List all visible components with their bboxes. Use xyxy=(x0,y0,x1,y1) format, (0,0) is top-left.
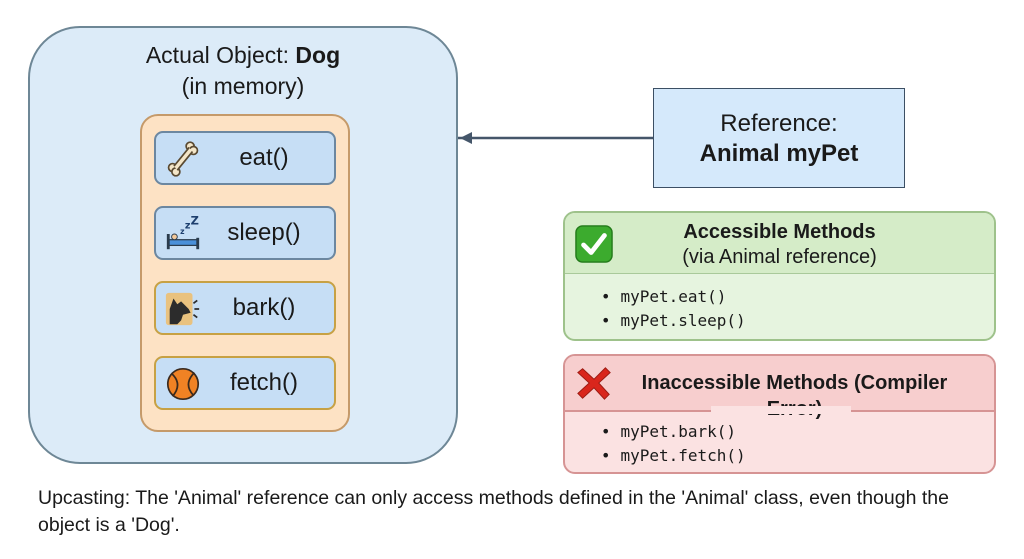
method-label: bark() xyxy=(232,294,296,321)
ball-icon xyxy=(166,367,200,401)
list-item: myPet.fetch() xyxy=(601,444,745,468)
accessible-list: myPet.eat() myPet.sleep() xyxy=(601,285,746,333)
accessible-header: Accessible Methods (via Animal reference… xyxy=(565,213,994,274)
object-class-name: Dog xyxy=(295,42,341,68)
barking-dog-icon xyxy=(165,292,200,326)
cross-mark-icon xyxy=(577,367,611,400)
caption: Upcasting: The 'Animal' reference can on… xyxy=(38,487,949,536)
object-title: Actual Object: Dog (in memory) xyxy=(28,40,458,102)
inaccessible-title: Inaccessible Methods (Compiler Error) xyxy=(641,372,948,420)
method-label: sleep() xyxy=(227,219,301,246)
list-item: myPet.sleep() xyxy=(601,309,745,333)
list-item: myPet.eat() xyxy=(601,285,746,309)
accessible-title: Accessible Methods xyxy=(683,221,876,243)
inaccessible-header: Inaccessible Methods (Compiler Error) xyxy=(565,356,994,420)
inaccessible-methods-panel: Inaccessible Methods (Compiler Error) my… xyxy=(563,354,996,474)
list-item: myPet.bark() xyxy=(601,420,746,444)
object-subtitle: (in memory) xyxy=(181,73,305,99)
accessible-methods-panel: Accessible Methods (via Animal reference… xyxy=(563,211,996,341)
reference-declaration: Animal myPet xyxy=(699,140,859,167)
method-bark: bark() xyxy=(154,281,336,335)
method-sleep: z z Z sleep() xyxy=(154,206,336,260)
bone-icon xyxy=(167,141,199,177)
reference-label: Reference: xyxy=(720,110,838,137)
object-title-prefix: Actual Object: xyxy=(145,42,296,68)
svg-text:z: z xyxy=(180,227,185,236)
svg-text:z: z xyxy=(185,220,191,231)
accessible-subtitle: (via Animal reference) xyxy=(682,246,877,268)
method-eat: eat() xyxy=(154,131,336,185)
inaccessible-list: myPet.bark() myPet.fetch() xyxy=(601,420,746,468)
method-label: eat() xyxy=(239,144,289,171)
reference-box: Reference: Animal myPet xyxy=(653,88,905,188)
svg-text:Z: Z xyxy=(191,215,199,228)
method-label: fetch() xyxy=(229,369,298,396)
check-mark-icon xyxy=(575,225,613,263)
sleeping-bed-icon: z z Z xyxy=(166,215,200,250)
method-fetch: fetch() xyxy=(154,356,336,410)
